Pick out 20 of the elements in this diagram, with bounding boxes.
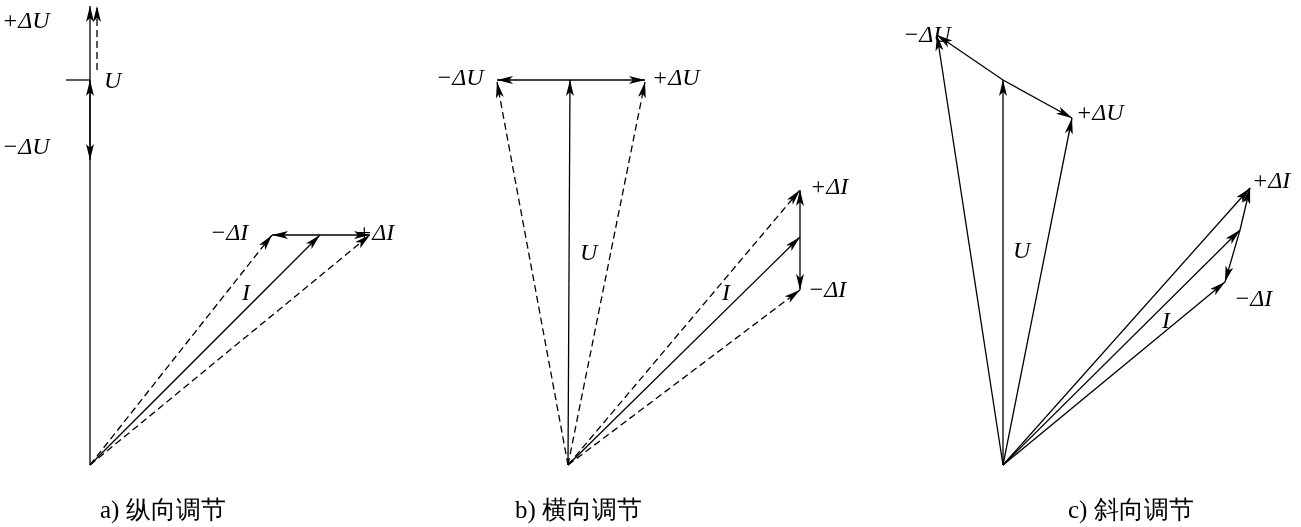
vector-label: −ΔI	[210, 218, 249, 246]
vector-label: U	[580, 238, 598, 266]
figure-caption: c) 斜向调节	[1068, 496, 1194, 524]
vector-label: I	[722, 278, 730, 306]
vector-label: U	[104, 66, 122, 94]
vector-label: −ΔU	[436, 63, 484, 91]
vector-label: +ΔI	[356, 218, 395, 246]
vector-label: −ΔU	[2, 132, 50, 160]
vector-label: I	[1162, 306, 1170, 334]
vector-label: +ΔU	[1076, 98, 1124, 126]
vector-label: U	[1013, 236, 1031, 264]
vector-label: +ΔU	[652, 63, 700, 91]
vector-label: +ΔI	[1252, 166, 1291, 194]
vector-label: −ΔI	[1234, 284, 1273, 312]
vector-label: I	[242, 278, 250, 306]
figure-caption: a) 纵向调节	[100, 496, 226, 524]
vector-label: −ΔI	[808, 275, 847, 303]
figure-caption: b) 横向调节	[515, 496, 643, 524]
vector-label: +ΔI	[810, 172, 849, 200]
vector-label: +ΔU	[2, 6, 50, 34]
